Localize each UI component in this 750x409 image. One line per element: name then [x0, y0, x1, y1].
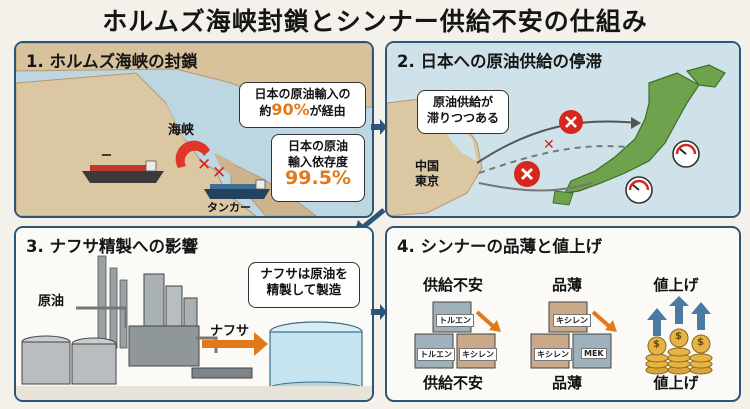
- can-label: キシレン: [534, 348, 572, 361]
- can-label: トルエン: [417, 348, 455, 361]
- supply-stall-callout: 原油供給が 滞りつつある: [417, 90, 509, 134]
- flow-arrow-right-icon: [371, 304, 387, 320]
- callout-text: 精製して製造: [266, 282, 342, 297]
- middle-east-map: [16, 43, 372, 216]
- tanker-ship-icon: [204, 179, 270, 199]
- naphtha-label: ナフサ: [210, 324, 250, 339]
- strait-label: 海峡: [168, 123, 195, 138]
- blockade-cross-icon: ✕: [197, 155, 212, 175]
- panel-shortage-price-rise: 4. シンナーの品薄と値上げ 供給不安 品薄 値上げ トルエン トルエン キシレ…: [385, 226, 741, 402]
- solvent-cans-illustration: [414, 301, 501, 369]
- panel-hormuz-closure: 1. ホルムズ海峡の封鎖 海峡 ✕ ✕ ー タンカー 日本の原油輸入の 約90%…: [14, 41, 374, 218]
- callout-text: 原油供給が: [432, 95, 493, 109]
- callout-text: 日本の原油輸入の: [254, 87, 351, 101]
- stage-caption-shortage: 品薄: [551, 374, 582, 392]
- callout-text: ナフサは原油を: [260, 266, 348, 281]
- panel-3-title: 3. ナフサ精製への影響: [26, 237, 198, 256]
- naphtha-callout: ナフサは原油を 精製して製造: [248, 262, 360, 308]
- stage-caption-price: 値上げ: [653, 374, 699, 392]
- coins-price-up-illustration: [645, 296, 713, 375]
- panel-naphtha-refining: 3. ナフサ精製への影響 原油 ナフサ ナフサは原油を 精製して製造: [14, 226, 374, 402]
- solvent-cans-illustration: [530, 301, 617, 369]
- dependency-percent: 99.5%: [285, 167, 351, 189]
- gauge-icon: [625, 176, 653, 204]
- blocked-circle-icon: [514, 161, 540, 187]
- coin-symbol: $: [653, 339, 660, 350]
- callout-text: 約90%が経由: [259, 100, 346, 119]
- can-label: キシレン: [553, 314, 591, 327]
- stage-label-supply: 供給不安: [422, 276, 483, 294]
- stage-label-price: 値上げ: [653, 276, 699, 294]
- page-title: ホルムズ海峡封鎖とシンナー供給不安の仕組み: [102, 7, 648, 36]
- tanker-ship-icon: [82, 160, 164, 183]
- crude-oil-label: 原油: [38, 294, 65, 309]
- blockade-cross-icon: ✕: [543, 137, 555, 153]
- can-label: MEK: [581, 348, 607, 359]
- refinery-illustration: [16, 228, 372, 400]
- panel-2-title: 2. 日本への原油供給の停滞: [397, 52, 602, 71]
- panel-1-title: 1. ホルムズ海峡の封鎖: [26, 52, 198, 71]
- flow-arrow-right-icon: [371, 119, 387, 135]
- panel-supply-stagnation: 2. 日本への原油供給の停滞 原油供給が 滞りつつある 中国 東京 ✕: [385, 41, 741, 218]
- stage-caption-supply: 供給不安: [422, 374, 483, 392]
- callout-text: 輸入依存度: [287, 155, 348, 169]
- import-dependency-callout: 日本の原油 輸入依存度 99.5%: [271, 134, 365, 202]
- import-route-callout: 日本の原油輸入の 約90%が経由: [239, 82, 366, 128]
- blockade-cross-icon: ✕: [212, 163, 227, 183]
- blocked-circle-icon: [559, 110, 583, 134]
- can-label: トルエン: [436, 314, 474, 327]
- coin-symbol: $: [697, 337, 704, 348]
- tanker-label-left: ー: [101, 149, 112, 162]
- panel-4-title: 4. シンナーの品薄と値上げ: [397, 237, 602, 256]
- origin-label: 中国 東京: [415, 159, 440, 188]
- callout-text: 滞りつつある: [426, 111, 500, 125]
- stage-label-shortage: 品薄: [551, 276, 582, 294]
- callout-text: 日本の原油: [287, 139, 348, 153]
- can-label: キシレン: [459, 348, 497, 361]
- hormuz-highlight-icon: [175, 140, 210, 168]
- tanker-label: タンカー: [207, 201, 251, 214]
- gauge-icon: [672, 140, 700, 168]
- coin-symbol: $: [675, 331, 682, 342]
